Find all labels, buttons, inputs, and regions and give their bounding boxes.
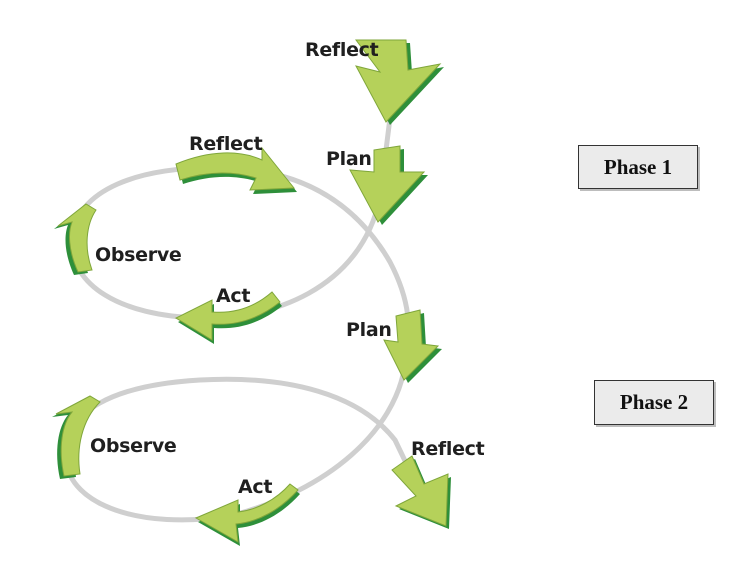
arrow-plan-phase2 <box>383 309 442 383</box>
label-reflect-phase1: Reflect <box>189 133 263 155</box>
phase-2-box: Phase 2 <box>594 380 714 425</box>
arrow-act-phase2 <box>194 483 300 546</box>
label-plan-phase2: Plan <box>346 319 392 341</box>
label-reflect-phase2: Reflect <box>411 438 485 460</box>
label-act-phase1: Act <box>216 285 250 307</box>
arrow-reflect-phase1 <box>175 146 297 194</box>
label-reflect-top: Reflect <box>305 39 379 61</box>
arrow-observe-phase2 <box>52 395 101 479</box>
label-act-phase2: Act <box>238 476 272 498</box>
phase-1-box: Phase 1 <box>578 145 698 189</box>
label-plan-phase1: Plan <box>326 148 372 170</box>
label-observe-phase1: Observe <box>95 244 182 266</box>
label-observe-phase2: Observe <box>90 435 177 457</box>
arrow-reflect-phase2 <box>391 455 451 529</box>
arrow-observe-phase1 <box>54 203 97 275</box>
arrow-act-phase1 <box>174 291 282 344</box>
arrow-plan-phase1 <box>349 145 428 225</box>
arrow-reflect-top <box>355 39 444 125</box>
